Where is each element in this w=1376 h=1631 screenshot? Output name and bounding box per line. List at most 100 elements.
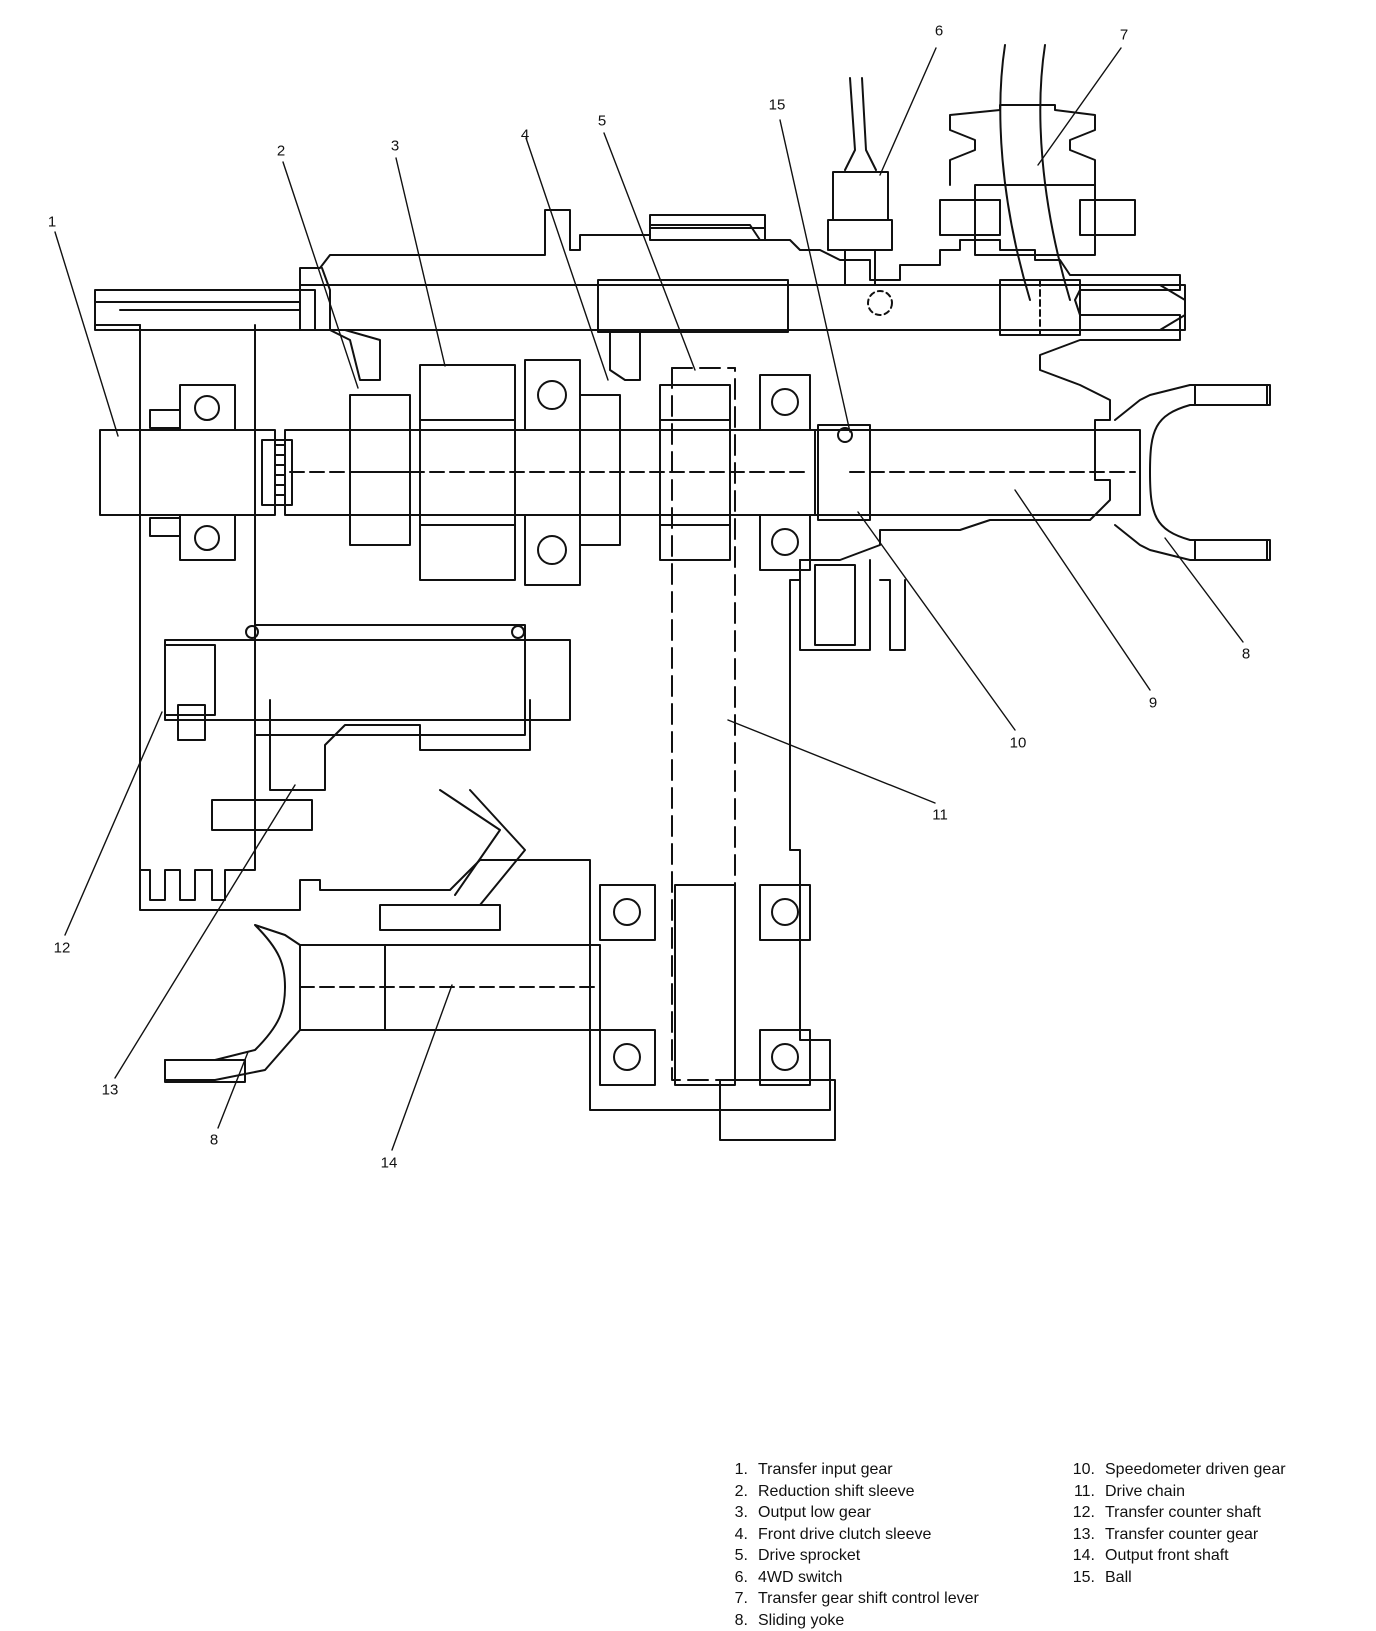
front-shaft-seal <box>380 905 500 930</box>
leader-lines <box>55 48 1243 1150</box>
callout-5: 5 <box>598 113 606 130</box>
leader-7 <box>1038 48 1121 165</box>
ball-detent-ghost <box>868 291 892 315</box>
front-bearing2-upper <box>760 885 810 940</box>
callout-4: 4 <box>521 127 529 144</box>
legend-label: Transfer input gear <box>758 1459 893 1481</box>
input-splines <box>275 445 285 495</box>
legend-label: Transfer counter shaft <box>1105 1502 1261 1524</box>
legend-item-12: 12.Transfer counter shaft <box>1065 1502 1286 1524</box>
legend-item-8: 8.Sliding yoke <box>728 1610 979 1631</box>
legend-item-10: 10.Speedometer driven gear <box>1065 1459 1286 1481</box>
main-housing-outline <box>95 210 1180 1110</box>
front-yoke-ear <box>165 1060 245 1082</box>
rear-bearing-upper <box>760 375 810 430</box>
callout-3: 3 <box>391 138 399 155</box>
counter-ball-right <box>512 626 524 638</box>
leader-8b <box>218 1052 248 1128</box>
callout-15: 15 <box>769 97 786 114</box>
counter-gear-lower <box>270 700 530 790</box>
shift-lever-boot <box>950 105 1095 185</box>
callout-8a: 8 <box>1242 646 1250 663</box>
shift-rail-tip <box>1160 285 1185 330</box>
front-bearing2-lower <box>760 1030 810 1085</box>
legend-item-5: 5.Drive sprocket <box>728 1545 979 1567</box>
legend-item-7: 7.Transfer gear shift control lever <box>728 1588 979 1610</box>
transfer-counter-shaft <box>165 640 570 720</box>
leader-8a <box>1165 538 1243 642</box>
callout-11: 11 <box>932 807 948 824</box>
driven-sprocket <box>675 885 735 1085</box>
shift-rail <box>300 285 1185 330</box>
callout-7: 7 <box>1120 27 1128 44</box>
legend-item-2: 2.Reduction shift sleeve <box>728 1481 979 1503</box>
legend-left-column: 1.Transfer input gear 2.Reduction shift … <box>728 1459 979 1631</box>
rear-bearing-lower <box>760 515 810 570</box>
clutch-shift-fork <box>610 332 640 380</box>
shift-fork-block <box>598 280 788 332</box>
leader-10 <box>858 512 1015 730</box>
legend-item-11: 11.Drive chain <box>1065 1481 1286 1503</box>
legend-num: 7. <box>728 1588 758 1610</box>
4wd-switch-body <box>833 172 888 220</box>
legend-num: 1. <box>728 1459 758 1481</box>
4wd-switch-wires <box>845 78 876 170</box>
legend-label: Output low gear <box>758 1502 871 1524</box>
leader-3 <box>396 158 445 366</box>
transfer-counter-gear <box>255 625 525 735</box>
legend-item-3: 3.Output low gear <box>728 1502 979 1524</box>
legend-num: 11. <box>1065 1481 1105 1503</box>
callout-12: 12 <box>54 940 71 957</box>
callout-6: 6 <box>935 23 943 40</box>
leader-12 <box>65 712 162 935</box>
cover-bolt-lower <box>212 800 312 830</box>
legend-label: Front drive clutch sleeve <box>758 1524 931 1546</box>
legend-num: 10. <box>1065 1459 1105 1481</box>
legend-item-1: 1.Transfer input gear <box>728 1459 979 1481</box>
legend-right-column: 10.Speedometer driven gear 11.Drive chai… <box>1065 1459 1286 1588</box>
legend-item-15: 15.Ball <box>1065 1567 1286 1589</box>
counter-pin <box>178 705 205 740</box>
front-drive-clutch-sleeve <box>580 395 620 545</box>
leader-2 <box>283 162 358 388</box>
legend-num: 14. <box>1065 1545 1105 1567</box>
legend-label: Reduction shift sleeve <box>758 1481 915 1503</box>
drive-chain <box>672 368 735 1080</box>
legend-num: 4. <box>728 1524 758 1546</box>
leader-1 <box>55 232 118 436</box>
center-bearing-upper <box>525 360 580 430</box>
callout-8b: 8 <box>210 1132 218 1149</box>
callout-10: 10 <box>1010 735 1027 752</box>
legend-num: 3. <box>728 1502 758 1524</box>
legend-label: Drive chain <box>1105 1481 1185 1503</box>
leader-5 <box>604 133 695 370</box>
legend-item-4: 4.Front drive clutch sleeve <box>728 1524 979 1546</box>
rear-yoke-ear-top <box>1195 385 1267 405</box>
legend-label: Sliding yoke <box>758 1610 844 1631</box>
leader-6 <box>880 48 936 175</box>
leader-15 <box>780 120 850 432</box>
input-seal-upper <box>150 410 180 428</box>
legend-num: 5. <box>728 1545 758 1567</box>
callout-9: 9 <box>1149 695 1157 712</box>
input-bearing-upper <box>180 385 235 430</box>
callout-14: 14 <box>381 1155 398 1172</box>
legend-num: 2. <box>728 1481 758 1503</box>
lever-base <box>975 185 1095 255</box>
lever-mount-right <box>1080 200 1135 235</box>
front-sliding-yoke <box>165 925 300 1080</box>
legend-label: Transfer counter gear <box>1105 1524 1258 1546</box>
callout-2: 2 <box>277 143 285 160</box>
front-bearing-upper <box>600 885 655 940</box>
input-seal-lower <box>150 518 180 536</box>
leader-11 <box>728 720 935 803</box>
legend-label: Drive sprocket <box>758 1545 860 1567</box>
legend-label: Output front shaft <box>1105 1545 1229 1567</box>
center-bearing-lower <box>525 515 580 585</box>
legend-label: 4WD switch <box>758 1567 842 1589</box>
reduction-shift-sleeve <box>350 395 410 545</box>
4wd-switch-hex <box>828 220 892 250</box>
legend-item-6: 6.4WD switch <box>728 1567 979 1589</box>
front-bearing-lower <box>600 1030 655 1085</box>
